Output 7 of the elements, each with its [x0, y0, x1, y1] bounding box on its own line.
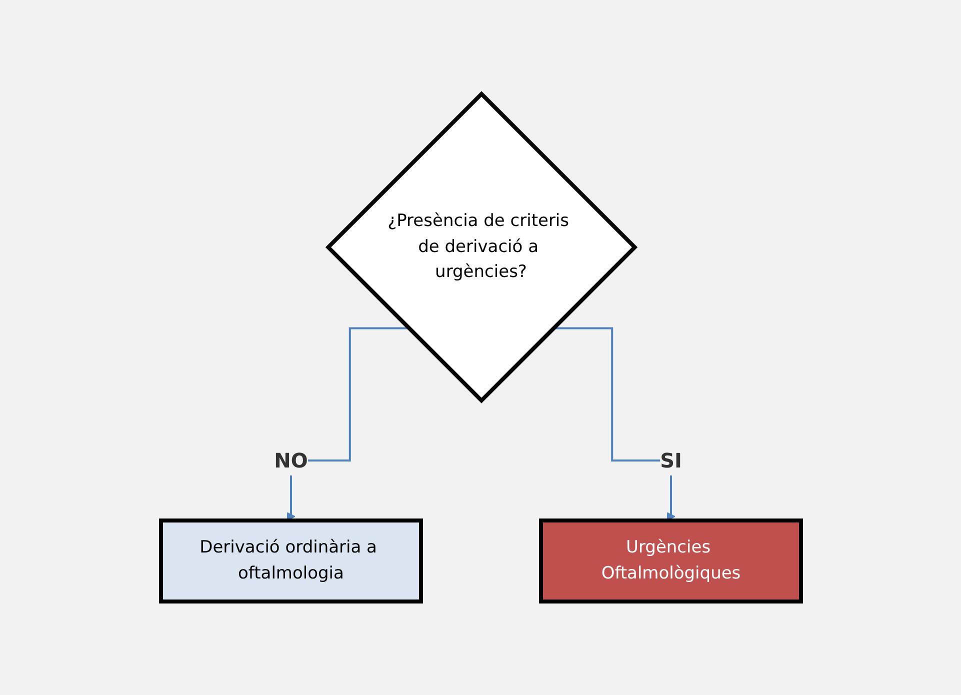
edge-label: NO	[274, 448, 308, 472]
node-box: Derivació ordinària a oftalmologia	[158, 518, 422, 604]
node-diamond: ¿Presència de criteris de derivació a urgències?	[324, 90, 638, 404]
arrow	[552, 327, 675, 521]
edge-label: SI	[660, 448, 682, 472]
arrow	[286, 327, 408, 521]
node-box: Urgències Oftalmològiques	[538, 518, 802, 604]
